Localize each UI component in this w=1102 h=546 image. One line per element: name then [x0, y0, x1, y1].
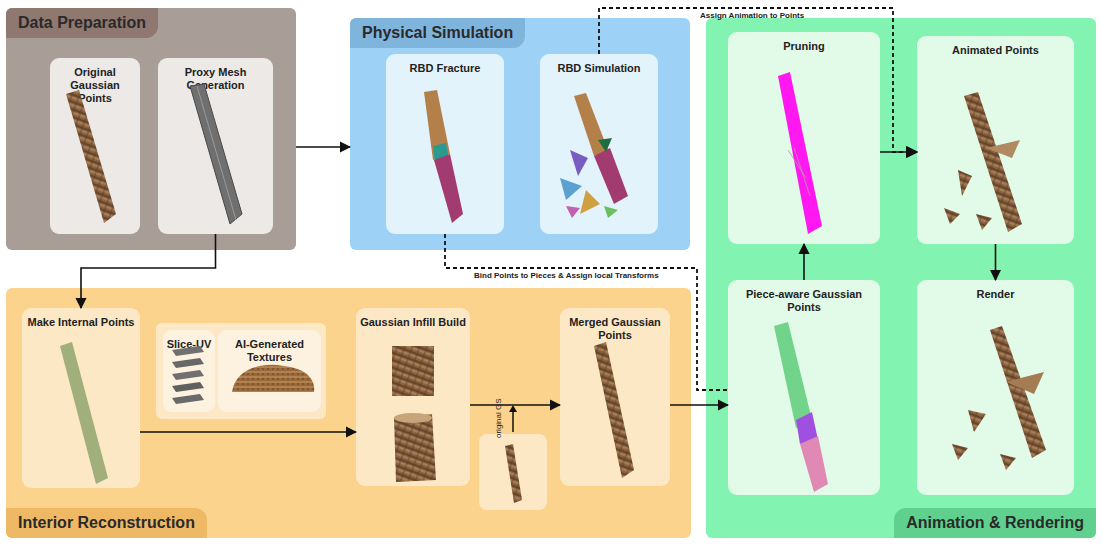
sim-shard — [570, 150, 588, 176]
slice — [172, 346, 204, 356]
step-box: Pruning — [728, 32, 880, 244]
panel-heading: Physical Simulation — [350, 18, 525, 48]
box-title: Pruning — [730, 40, 878, 53]
piece-log — [796, 412, 818, 444]
internal-points-log — [60, 342, 108, 484]
render-shard — [952, 444, 968, 460]
box-title: Merged Gaussian Points — [562, 316, 668, 342]
flow-arrow — [296, 146, 350, 148]
step-box: Merged Gaussian Points — [560, 308, 670, 486]
animated-shard — [944, 208, 960, 224]
prune-line — [788, 150, 806, 178]
step-box: Original Gaussian Points — [50, 58, 140, 234]
box-title: RBD Fracture — [388, 62, 502, 75]
box-title: Proxy Mesh Generation — [160, 66, 271, 92]
piece-log — [774, 322, 812, 428]
stage-panel: Physical SimulationRBD Fracture RBD Simul… — [350, 18, 690, 250]
step-box: RBD Fracture — [386, 54, 504, 234]
merge-arrow — [512, 411, 514, 432]
fracture-piece — [424, 90, 450, 160]
animated-shard — [958, 170, 972, 196]
step-box: RBD Simulation — [540, 54, 658, 234]
flow-arrow — [140, 431, 356, 433]
infill-chunk — [392, 346, 434, 396]
box-title: Original Gaussian Points — [52, 66, 138, 105]
step-box: Make Internal Points — [22, 308, 140, 488]
sim-shard — [598, 138, 612, 152]
stage-panel: Animation & Rendering Pruning Animated Poi… — [706, 18, 1096, 538]
render-shard — [1006, 372, 1044, 394]
step-box: AI-Generated Textures — [218, 330, 321, 412]
slice — [172, 358, 204, 368]
step-box: Animated Points — [917, 36, 1074, 244]
sim-shard — [604, 206, 618, 218]
sim-piece — [574, 93, 608, 156]
flow-arrow — [803, 244, 805, 280]
animated-shard — [976, 214, 992, 230]
render-shard — [1000, 454, 1016, 470]
log-illustration — [66, 90, 116, 223]
fracture-piece — [434, 154, 463, 223]
flow-arrow — [81, 234, 216, 308]
slice — [172, 382, 204, 392]
arrow-note: original GS — [494, 398, 503, 438]
mesh-line — [197, 86, 236, 220]
box-title: Render — [919, 288, 1072, 301]
render-log — [990, 326, 1046, 458]
edge-label: Bind Points to Pieces & Assign local Tra… — [474, 271, 659, 280]
slice — [172, 394, 204, 404]
prune-line — [794, 148, 810, 196]
step-box: Piece-aware Gaussian Points — [728, 280, 880, 495]
dashed-connector — [599, 8, 917, 152]
step-box: Render — [917, 280, 1074, 495]
sim-shard — [560, 178, 582, 200]
box-title: Make Internal Points — [24, 316, 138, 329]
sim-shard — [580, 190, 600, 214]
edge-label: Assign Animation to Points — [700, 11, 804, 20]
step-box: Slice-UV — [163, 330, 215, 412]
box-title: RBD Simulation — [542, 62, 656, 75]
render-shard — [968, 410, 986, 432]
original-gs-log — [505, 444, 522, 503]
flow-arrow — [670, 404, 728, 406]
panel-heading: Data Preparation — [6, 8, 158, 38]
animated-log — [964, 92, 1022, 232]
piece-log — [800, 436, 828, 492]
animated-shard — [986, 140, 1020, 158]
sim-shard — [566, 206, 580, 218]
dashed-connector — [445, 234, 728, 390]
box-title: Slice-UV — [165, 338, 213, 351]
step-box: Proxy Mesh Generation — [158, 58, 273, 234]
merged-log — [594, 342, 634, 478]
flow-arrow — [470, 404, 560, 406]
stage-panel: Data PreparationOriginal Gaussian Points… — [6, 8, 296, 250]
flow-arrow — [995, 244, 997, 280]
slice-stack — [172, 346, 204, 404]
panel-heading: Interior Reconstruction — [6, 508, 207, 538]
box-title: AI-Generated Textures — [220, 338, 319, 364]
infill-cap — [394, 413, 432, 423]
stage-panel: Interior Reconstruction Make Internal Poi… — [6, 288, 691, 538]
box-title: Animated Points — [919, 44, 1072, 57]
step-box: Gaussian Infill Build — [356, 308, 470, 486]
slice — [172, 370, 204, 380]
original-gs-box — [479, 434, 547, 510]
fracture-piece — [433, 143, 449, 163]
texture-illustration — [232, 365, 314, 392]
box-title: Piece-aware Gaussian Points — [730, 288, 878, 314]
panel-heading: Animation & Rendering — [894, 508, 1096, 538]
infill-chunk — [394, 414, 436, 482]
merge-arrow-head — [509, 405, 517, 412]
mesh-illustration — [190, 84, 242, 224]
box-title: Gaussian Infill Build — [358, 316, 468, 329]
flow-arrow — [880, 151, 917, 153]
sim-piece — [594, 148, 628, 204]
pruned-log — [778, 72, 822, 234]
